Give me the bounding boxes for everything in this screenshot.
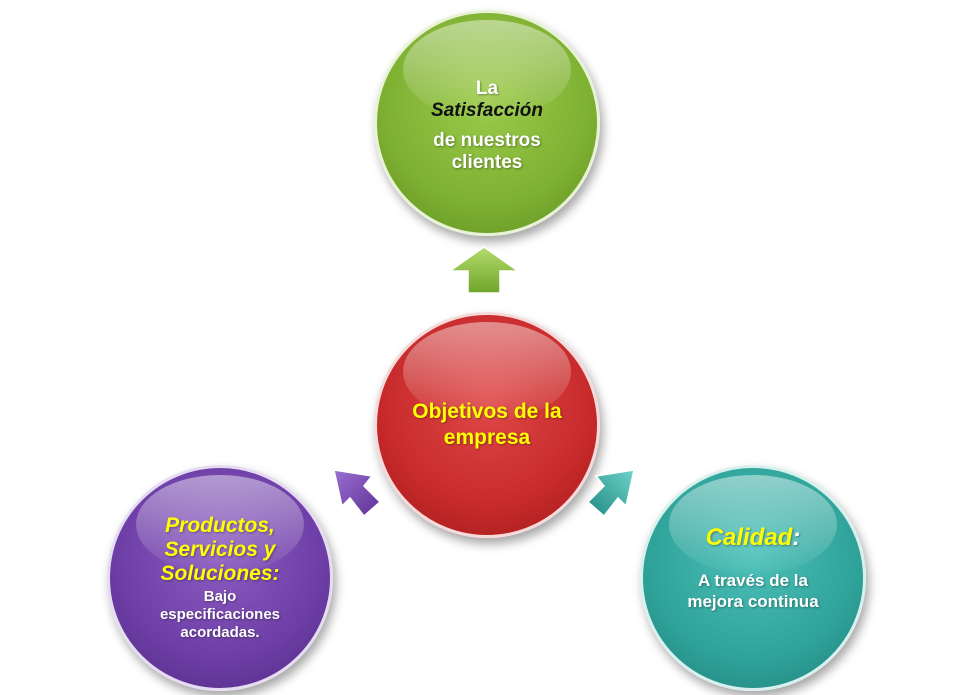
company-objectives-circle: Objetivos de la empresa bbox=[374, 312, 600, 538]
products-circle: Productos, Servicios y Soluciones: Bajo … bbox=[107, 465, 333, 691]
quality-circle: Calidad: A través de la mejora continua bbox=[640, 465, 866, 691]
products-subtext: Bajo especificaciones acordadas. bbox=[159, 588, 281, 641]
quality-heading-colon: : bbox=[792, 524, 801, 551]
products-heading: Productos, Servicios y Soluciones: bbox=[160, 514, 280, 585]
satisfaction-line1: La bbox=[475, 78, 499, 99]
arrow-down-right-icon bbox=[586, 469, 635, 518]
quality-heading: Calidad: bbox=[706, 524, 801, 552]
quality-heading-word: Calidad bbox=[705, 524, 793, 551]
arrow-down-left-icon bbox=[333, 469, 382, 518]
quality-subtext: A través de la mejora continua bbox=[687, 571, 819, 611]
satisfaction-circle: La Satisfacción de nuestros clientes bbox=[374, 10, 600, 236]
company-objectives-text: Objetivos de la empresa bbox=[412, 400, 562, 449]
satisfaction-line2: Satisfacción bbox=[431, 100, 543, 121]
satisfaction-line3: de nuestros clientes bbox=[433, 130, 541, 173]
arrow-up-icon bbox=[447, 246, 521, 294]
